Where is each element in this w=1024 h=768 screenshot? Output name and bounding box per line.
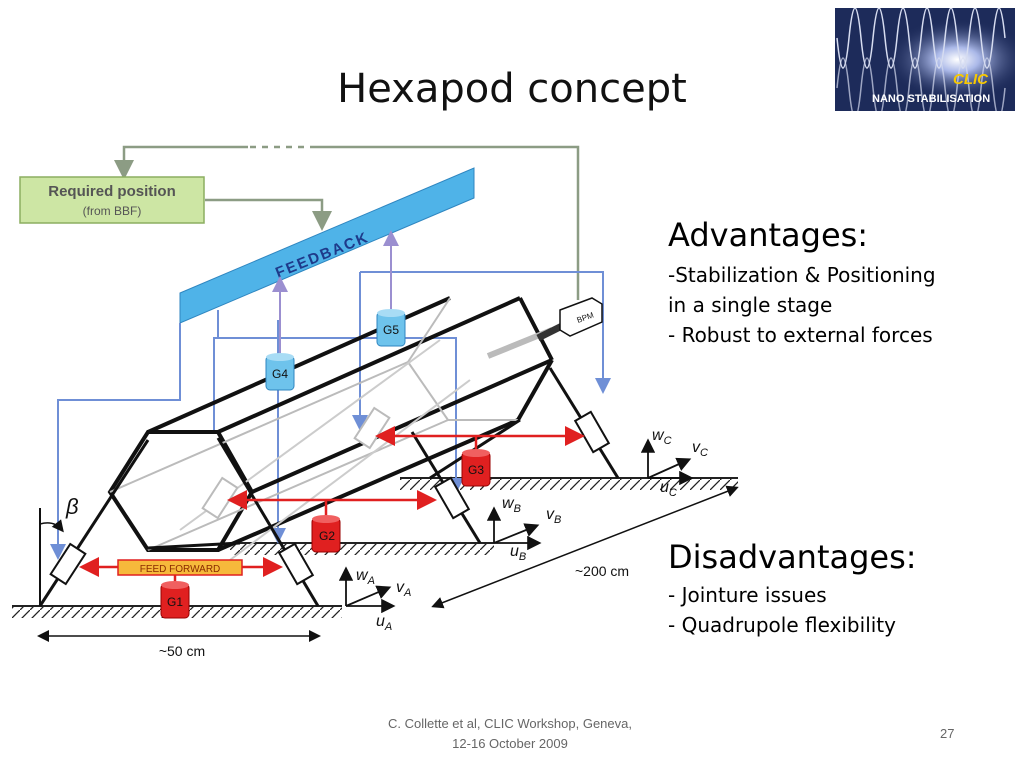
disadvantage-item: - Quadrupole flexibility <box>668 613 896 637</box>
frame-b-labels: wB vB uB <box>502 495 561 563</box>
feed-forward-box: FEED FORWARD <box>117 559 243 576</box>
sensor-g2: G2 <box>311 515 341 553</box>
disadvantages-heading: Disadvantages: <box>668 538 917 576</box>
feedback-bar: FEEDBACK <box>179 167 475 324</box>
g3-label: G3 <box>468 463 484 477</box>
sensor-g4: G4 <box>265 353 295 391</box>
green-loop <box>114 145 580 300</box>
advantage-item: in a single stage <box>668 293 833 317</box>
feed-forward-label: FEED FORWARD <box>140 564 221 575</box>
svg-text:wB: wB <box>502 495 521 515</box>
logo-clic-text: CLIC <box>953 71 989 88</box>
clic-logo: CLIC NANO STABILISATION <box>835 8 1015 111</box>
footer-citation: C. Collette et al, CLIC Workshop, Geneva… <box>330 714 690 754</box>
advantages-heading: Advantages: <box>668 216 869 254</box>
frame-a <box>338 566 396 614</box>
sensor-g3: G3 <box>461 449 491 487</box>
sensor-g1: G1 <box>160 581 190 619</box>
hexapod-diagram: Required position (from BBF) FEEDBACK <box>12 145 739 659</box>
svg-text:uC: uC <box>660 479 677 499</box>
svg-text:wC: wC <box>652 427 672 447</box>
advantages-section: Advantages: -Stabilization & Positioning… <box>668 216 1018 350</box>
disadvantage-item: - Jointure issues <box>668 583 827 607</box>
dimension-200cm: ~200 cm <box>431 485 739 609</box>
beta-angle: β <box>39 494 79 606</box>
footer-line-1: C. Collette et al, CLIC Workshop, Geneva… <box>388 716 632 731</box>
advantage-item: - Robust to external forces <box>668 323 933 347</box>
page-number: 27 <box>940 726 955 741</box>
advantage-item: -Stabilization & Positioning <box>668 263 936 287</box>
sensor-g5: G5 <box>376 309 406 347</box>
disadvantages-section: Disadvantages: - Jointure issues - Quadr… <box>668 538 1018 640</box>
required-position-box: Required position (from BBF) <box>19 176 205 224</box>
frame-c <box>640 438 694 486</box>
svg-text:vA: vA <box>396 579 411 599</box>
svg-text:wA: wA <box>356 567 375 587</box>
sensor-links <box>272 230 399 356</box>
g2-label: G2 <box>319 529 335 543</box>
svg-text:uA: uA <box>376 613 392 633</box>
length-label: ~200 cm <box>575 563 629 579</box>
width-label: ~50 cm <box>159 643 205 659</box>
beta-label: β <box>65 494 79 519</box>
bpm-unit: BPM <box>486 297 603 359</box>
footer-line-2: 12-16 October 2009 <box>452 736 568 751</box>
frame-b <box>486 506 542 551</box>
g4-label: G4 <box>272 367 288 381</box>
svg-text:uB: uB <box>510 543 526 563</box>
dimension-50cm: ~50 cm <box>37 630 321 659</box>
logo-subtitle: NANO STABILISATION <box>872 93 990 105</box>
from-bbf-label: (from BBF) <box>83 204 142 218</box>
g5-label: G5 <box>383 323 399 337</box>
svg-text:vB: vB <box>546 506 561 526</box>
frame-a-labels: wA vA uA <box>356 567 411 633</box>
g1-label: G1 <box>167 595 183 609</box>
svg-text:vC: vC <box>692 439 708 459</box>
slide-title: Hexapod concept <box>337 66 687 112</box>
required-position-label: Required position <box>48 183 176 200</box>
frame-c-labels: wC vC uC <box>652 427 708 499</box>
